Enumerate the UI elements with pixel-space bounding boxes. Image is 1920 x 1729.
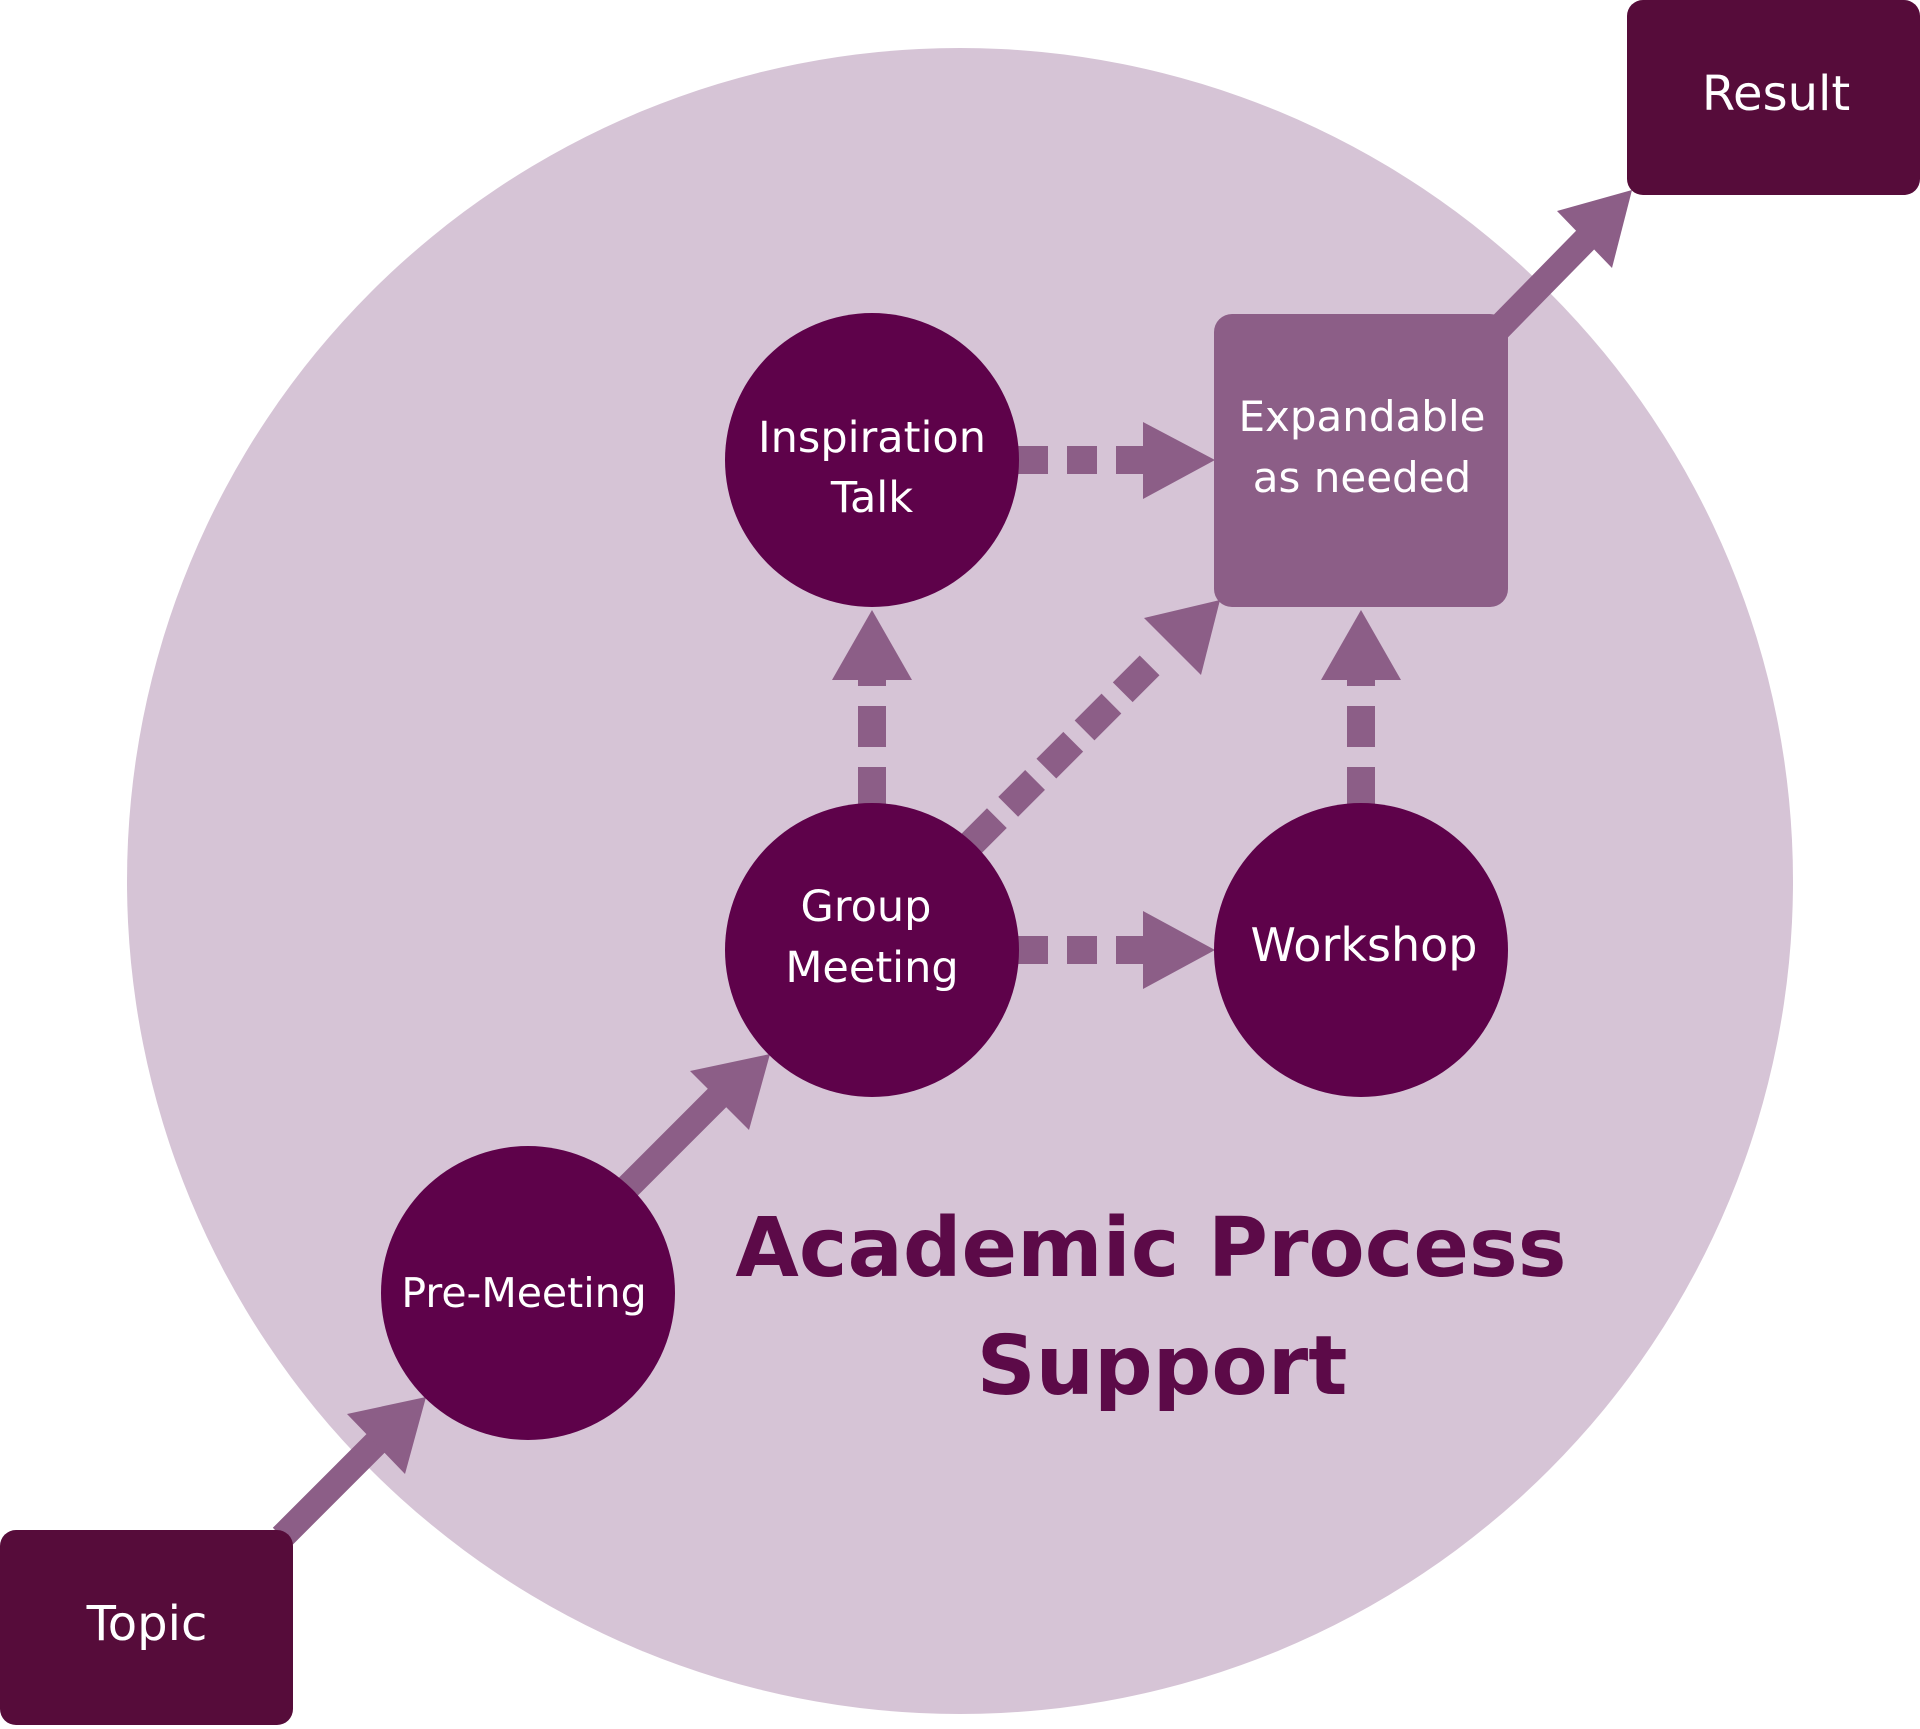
arrow-workshop-to-expandable (1321, 610, 1401, 808)
node-group-meeting: Group Meeting (725, 803, 1019, 1097)
endpoint-result: Result (1627, 0, 1920, 195)
expandable-label-line1: Expandable (1239, 392, 1486, 441)
group-meeting-label-line2: Meeting (785, 943, 958, 993)
inspiration-talk-label-line2: Talk (830, 473, 913, 523)
arrow-group-meeting-to-inspiration (832, 610, 912, 808)
arrow-group-meeting-to-expandable (960, 600, 1220, 855)
arrow-pre-meeting-to-group-meeting (615, 1054, 770, 1200)
result-label: Result (1702, 66, 1850, 122)
endpoint-topic: Topic (0, 1530, 293, 1725)
topic-label: Topic (86, 1596, 208, 1652)
workshop-label: Workshop (1251, 918, 1478, 972)
diagram-title-line2: Support (977, 1319, 1348, 1414)
node-pre-meeting: Pre-Meeting (381, 1146, 675, 1440)
node-workshop: Workshop (1214, 803, 1508, 1097)
node-inspiration-talk: Inspiration Talk (725, 313, 1019, 607)
node-expandable: Expandable as needed (1214, 314, 1508, 607)
expandable-label-line2: as needed (1253, 453, 1471, 502)
arrow-group-meeting-to-workshop (1018, 911, 1215, 989)
group-meeting-label-line1: Group (801, 882, 932, 932)
arrow-inspiration-to-expandable (1018, 422, 1215, 499)
inspiration-talk-label-line1: Inspiration (758, 413, 986, 463)
arrow-expandable-to-result (1486, 190, 1632, 341)
arrow-topic-to-pre-meeting (272, 1397, 426, 1547)
pre-meeting-label: Pre-Meeting (401, 1269, 646, 1317)
diagram-title-line1: Academic Process (735, 1201, 1566, 1296)
